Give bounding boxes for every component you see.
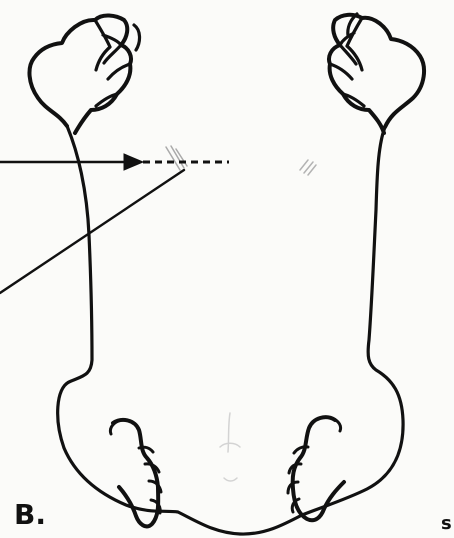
- arrowhead-icon: [124, 154, 143, 170]
- left-forepaw-toes: [95, 20, 140, 106]
- edge-label: s: [441, 514, 452, 534]
- torso-hatch-left: [166, 146, 187, 170]
- tail-midline-faint: [220, 413, 240, 481]
- right-hindpaw-outline: [293, 417, 344, 520]
- panel-label: B.: [14, 500, 46, 530]
- body-outline: [58, 126, 403, 534]
- torso-hatch-right: [300, 160, 316, 175]
- right-forepaw-outline: [329, 15, 424, 133]
- left-forepaw-outline: [29, 15, 131, 133]
